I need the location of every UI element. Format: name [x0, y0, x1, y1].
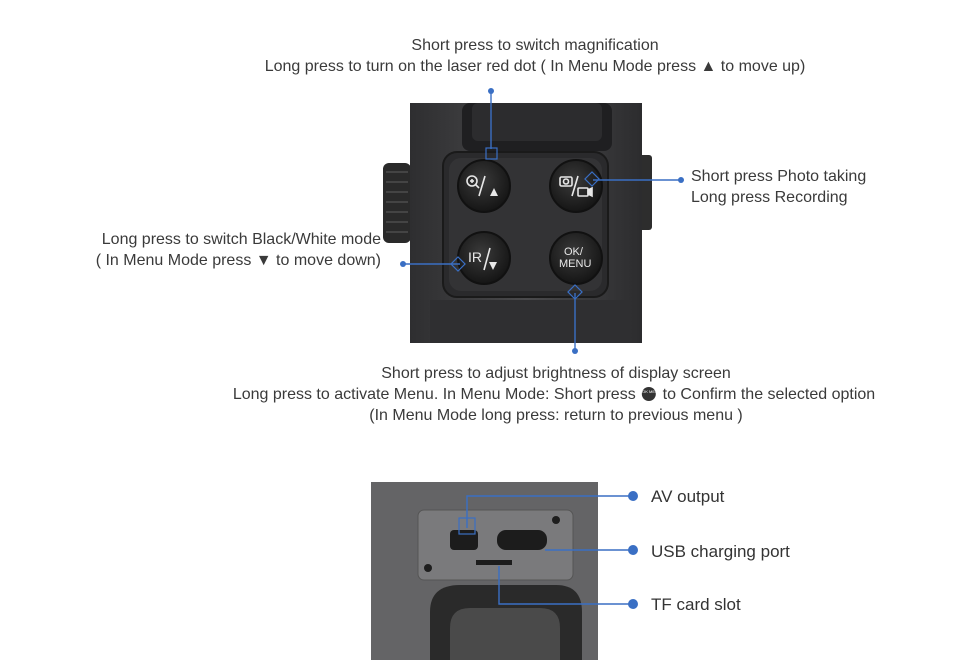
- callout-marker-bottom: [567, 284, 583, 300]
- tf-card-slot[interactable]: [476, 560, 512, 565]
- magnify-icon: [466, 175, 486, 197]
- ok-menu-icon: OK MENU: [642, 387, 661, 401]
- callout-dot-bottom: [572, 348, 578, 354]
- up-triangle-icon: [490, 188, 498, 196]
- callout-dot-left: [400, 261, 406, 267]
- camera-video-icon: [559, 175, 593, 198]
- bottom-callout-line2: Long press to activate Menu. In Menu Mod…: [233, 384, 875, 405]
- photo-record-button[interactable]: [549, 159, 603, 213]
- callout-marker-av: [458, 517, 476, 535]
- top-callout-line2: Long press to turn on the laser red dot …: [264, 58, 806, 75]
- callout-dot-usb: [628, 545, 638, 555]
- menu-label: MENU: [559, 258, 591, 270]
- left-callout-line1: Long press to switch Black/White mode: [101, 231, 381, 248]
- av-output-label: AV output: [651, 487, 725, 506]
- focus-wheel: [383, 163, 411, 243]
- callout-marker-left: [450, 256, 466, 272]
- bottom-callout-line3: (In Menu Mode long press: return to prev…: [369, 407, 743, 424]
- zoom-up-button[interactable]: [457, 159, 511, 213]
- left-callout-line2: ( In Menu Mode press ▼ to move down): [95, 252, 381, 269]
- ok-label: OK/: [564, 246, 584, 258]
- ok-menu-button[interactable]: [549, 231, 603, 285]
- usb-port-label: USB charging port: [651, 542, 790, 561]
- port-panel: [417, 509, 574, 581]
- callout-dot-right: [678, 177, 684, 183]
- usb-port[interactable]: [497, 530, 547, 550]
- right-callout-line1: Short press Photo taking: [691, 168, 867, 185]
- callout-marker-top: [485, 147, 498, 160]
- bottom-callout-line2-before: Long press to activate Menu. In Menu Mod…: [232, 386, 636, 403]
- ir-down-button[interactable]: [457, 231, 511, 285]
- top-callout-line1: Short press to switch magnification: [411, 37, 659, 54]
- callout-dot-top: [488, 88, 494, 94]
- callout-dot-tf: [628, 599, 638, 609]
- down-triangle-icon: [489, 262, 497, 270]
- av-port[interactable]: [450, 530, 478, 550]
- right-callout-line2: Long press Recording: [691, 189, 848, 206]
- callout-marker-right: [584, 171, 600, 187]
- bottom-callout-line1: Short press to adjust brightness of disp…: [381, 365, 731, 382]
- callout-dot-av: [628, 491, 638, 501]
- bottom-callout-line2-after: to Confirm the selected option: [662, 386, 876, 403]
- tf-slot-label: TF card slot: [651, 595, 741, 614]
- ir-label: IR: [468, 249, 482, 265]
